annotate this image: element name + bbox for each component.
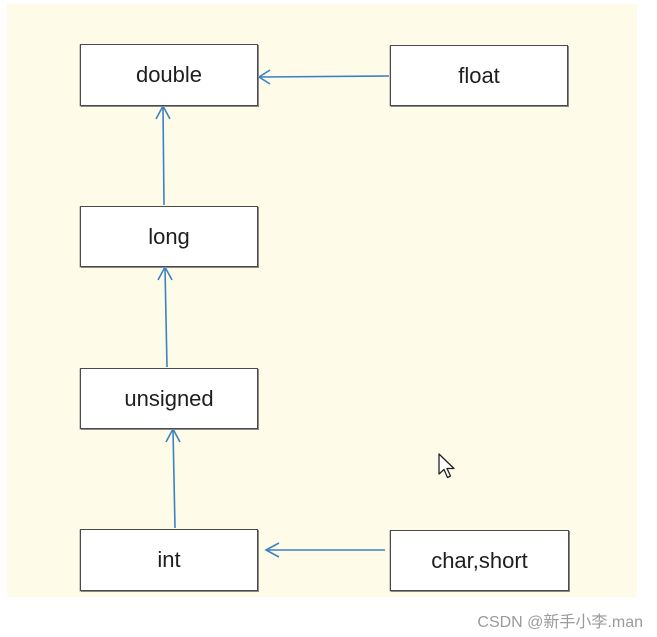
node-label: double xyxy=(135,62,203,87)
node-label: unsigned xyxy=(124,385,214,411)
node-int[interactable]: int xyxy=(80,529,258,591)
node-long[interactable]: long xyxy=(80,206,258,267)
node-char-short[interactable]: char,short xyxy=(390,530,569,591)
node-float[interactable]: float xyxy=(390,45,568,106)
watermark: CSDN @新手小李.man xyxy=(477,614,643,631)
node-unsigned[interactable]: unsigned xyxy=(80,368,258,429)
node-label: int xyxy=(157,547,181,572)
node-label: long xyxy=(148,223,190,249)
node-label: char,short xyxy=(431,547,528,573)
node-double[interactable]: double xyxy=(80,44,258,106)
arrow-cursor-icon xyxy=(438,453,455,479)
node-label: float xyxy=(458,62,500,88)
